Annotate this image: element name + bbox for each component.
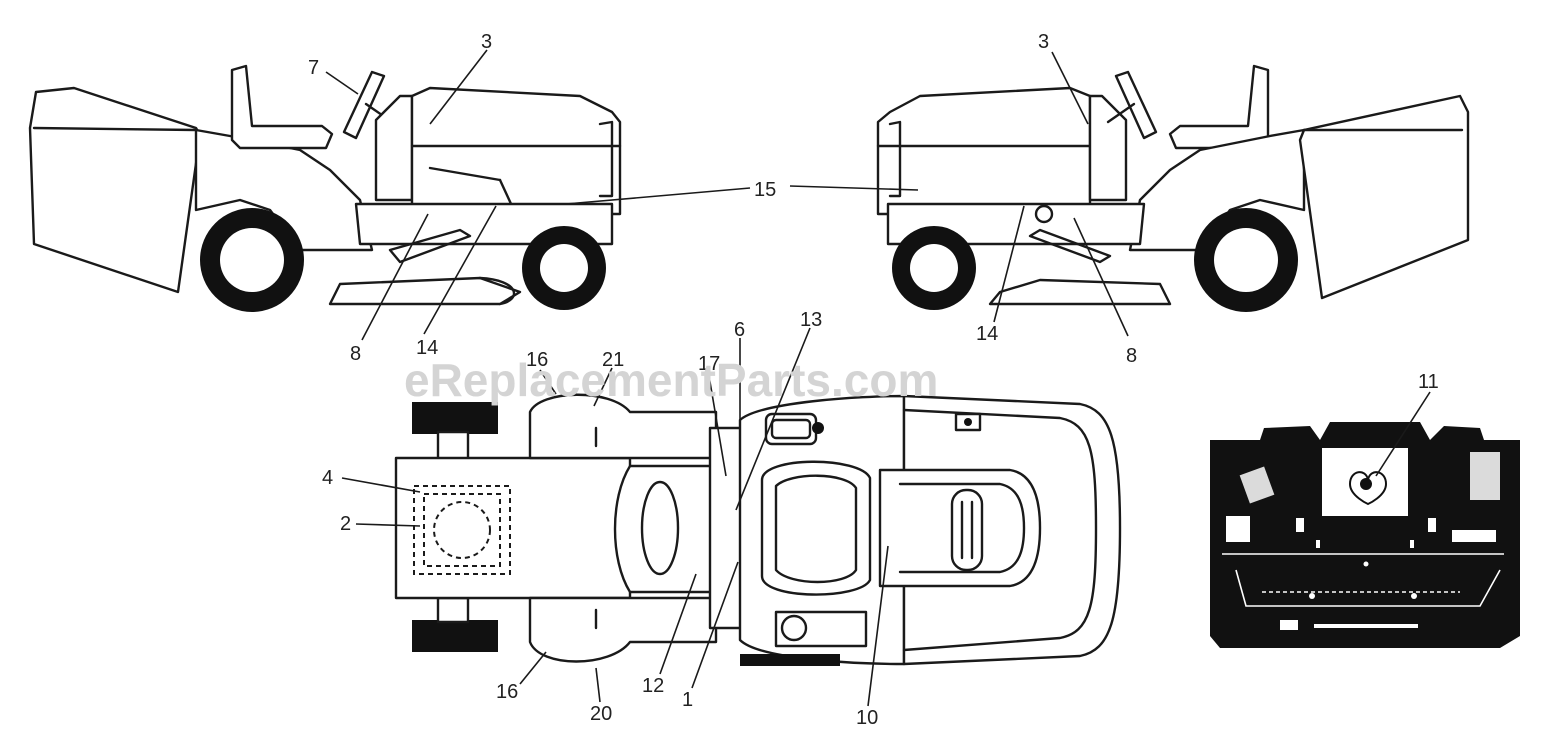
hood-badge <box>950 488 984 572</box>
seat-top <box>760 460 872 596</box>
callout-16-top: 16 <box>526 349 548 371</box>
rear-fender-right <box>1128 128 1306 252</box>
callout-8: 8 <box>350 343 361 365</box>
dash-console <box>374 94 414 202</box>
right-side-view: 3 8 14 <box>789 31 1470 367</box>
left-side-view: 3 7 15 8 14 <box>28 31 776 365</box>
seat <box>230 64 334 150</box>
panel-body <box>1210 422 1520 648</box>
seat-right <box>1168 64 1270 150</box>
grass-bag <box>28 86 202 294</box>
hood-right <box>876 86 1092 216</box>
fender-top-lower <box>528 596 718 663</box>
callout-15: 15 <box>754 179 776 201</box>
callout-7: 7 <box>308 57 319 79</box>
callout-14-right: 14 <box>976 323 998 345</box>
callout-8-right: 8 <box>1126 345 1137 367</box>
seat-back-top <box>640 480 680 576</box>
steering-wheel <box>342 70 386 140</box>
fender-top-upper <box>528 393 718 460</box>
grass-bag-right <box>1298 94 1470 300</box>
mower-deck <box>328 276 522 306</box>
watermark-text: eReplacementParts.com <box>404 354 938 406</box>
panel-view: 11 <box>1210 371 1520 648</box>
mower-deck-right <box>988 278 1172 306</box>
callout-3: 3 <box>481 31 492 53</box>
bag-label-dashed <box>413 485 511 575</box>
callout-21: 21 <box>602 349 624 371</box>
steering-wheel-right <box>1114 70 1158 140</box>
bag-top <box>394 456 632 600</box>
callout-13: 13 <box>800 309 822 331</box>
dash-console-right <box>1088 94 1128 202</box>
rear-wheel-top-upper <box>412 402 498 434</box>
callout-4: 4 <box>322 467 333 489</box>
callout-20: 20 <box>590 703 612 725</box>
rear-wheel-top-lower <box>412 620 498 652</box>
callout-17: 17 <box>698 353 720 375</box>
callout-1: 1 <box>682 689 693 711</box>
callout-11: 11 <box>1418 371 1439 393</box>
callout-16-bottom: 16 <box>496 681 518 703</box>
callout-10: 10 <box>856 707 878 729</box>
callout-12: 12 <box>642 675 664 697</box>
callout-3-right: 3 <box>1038 31 1049 53</box>
callout-14: 14 <box>416 337 438 359</box>
callout-6: 6 <box>734 319 745 341</box>
callout-2: 2 <box>340 513 351 535</box>
top-view: 16 21 17 6 13 4 2 16 20 12 1 10 <box>322 309 1122 729</box>
